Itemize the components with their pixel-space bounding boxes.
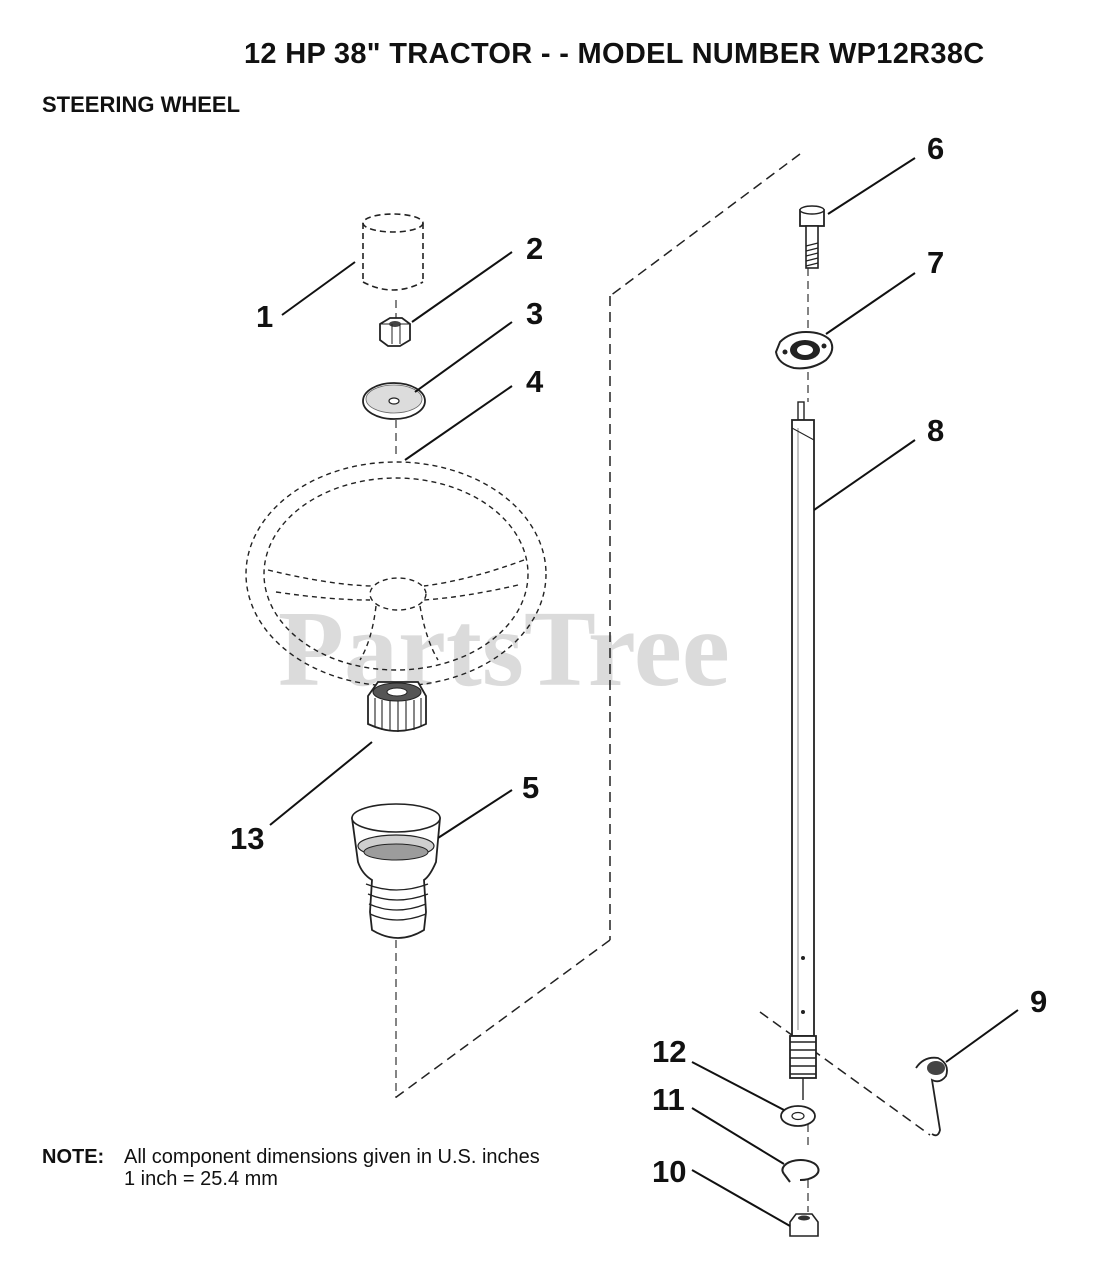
callout-11: 11 bbox=[652, 1082, 685, 1117]
watermark: PartsTree TM bbox=[278, 590, 813, 709]
callout-4: 4 bbox=[526, 364, 544, 399]
retaining-ring-part bbox=[781, 1159, 820, 1183]
washer-part bbox=[362, 382, 426, 420]
steering-wheel-part bbox=[245, 461, 547, 687]
cap-part bbox=[362, 213, 424, 291]
callout-1: 1 bbox=[256, 299, 273, 334]
key-part bbox=[915, 1056, 948, 1137]
callouts: 1 2 3 4 5 6 7 8 9 10 11 12 13 bbox=[230, 131, 1047, 1189]
callout-5: 5 bbox=[522, 770, 539, 805]
hex-nut-part bbox=[379, 317, 411, 347]
note-label: NOTE: bbox=[42, 1146, 105, 1168]
boot-part bbox=[351, 803, 441, 939]
bolt-part bbox=[799, 205, 825, 269]
leader-lines bbox=[269, 157, 1019, 1227]
callout-7: 7 bbox=[927, 245, 944, 280]
callout-12: 12 bbox=[652, 1034, 686, 1069]
steering-shaft-part bbox=[789, 401, 817, 1100]
adapter-part bbox=[367, 681, 427, 732]
assembly-outline bbox=[394, 153, 931, 1136]
note-body: All component dimensions given in U.S. i… bbox=[124, 1146, 540, 1190]
note-line-2: 1 inch = 25.4 mm bbox=[124, 1168, 278, 1190]
note-line-1: All component dimensions given in U.S. i… bbox=[124, 1146, 540, 1168]
washer-small-part bbox=[780, 1105, 816, 1127]
dimension-note: NOTE: All component dimensions given in … bbox=[42, 1146, 540, 1190]
callout-2: 2 bbox=[526, 231, 543, 266]
hex-bottom-part bbox=[789, 1213, 819, 1237]
callout-10: 10 bbox=[652, 1154, 686, 1189]
callout-13: 13 bbox=[230, 821, 264, 856]
watermark-text: PartsTree bbox=[278, 590, 730, 709]
callout-6: 6 bbox=[927, 131, 944, 166]
callout-3: 3 bbox=[526, 296, 543, 331]
section-label: STEERING WHEEL bbox=[42, 92, 241, 117]
callout-8: 8 bbox=[927, 413, 944, 448]
callout-9: 9 bbox=[1030, 984, 1047, 1019]
diagram-title: 12 HP 38" TRACTOR - - MODEL NUMBER WP12R… bbox=[244, 38, 985, 70]
flange-bearing-part bbox=[774, 330, 834, 370]
